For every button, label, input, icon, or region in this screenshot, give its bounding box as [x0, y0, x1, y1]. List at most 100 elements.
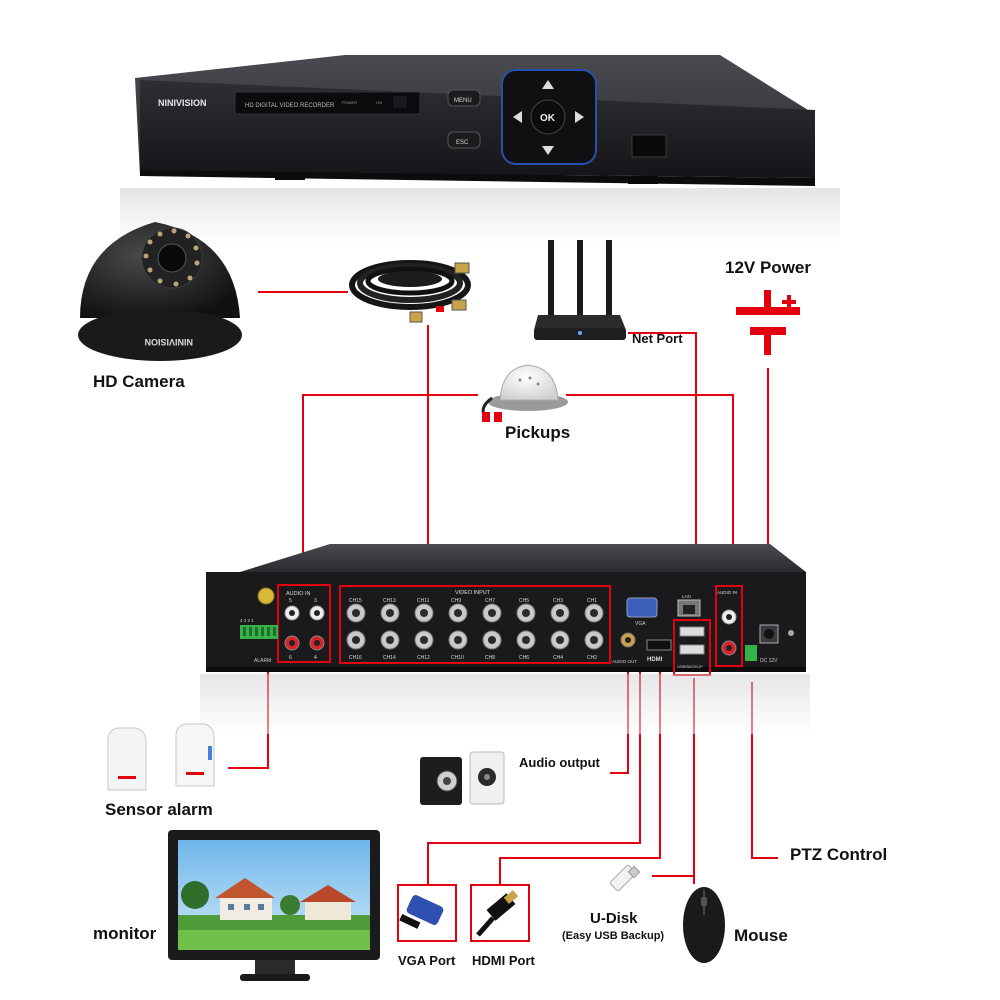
ptz-terminal [745, 645, 757, 661]
dpad-right-icon[interactable] [575, 111, 584, 123]
channel-label-top-4: CH7 [485, 598, 495, 604]
dvr-front-unit: NINIVISION HD DIGITAL VIDEO RECORDER POW… [135, 55, 815, 186]
hdmi-cable-box [470, 884, 530, 942]
dc-text: DC 12V [760, 658, 778, 664]
front-power-text: POWER [342, 100, 357, 105]
channel-label-bottom-0: CH16 [349, 655, 362, 661]
channel-label-bottom-3: CH10 [451, 655, 464, 661]
bnc-jack-bottom-2-center [420, 636, 428, 644]
front-on-text: ON [376, 100, 382, 105]
front-model-text: HD DIGITAL VIDEO RECORDER [245, 103, 335, 109]
wire-ptz [751, 682, 778, 859]
label-net-port: Net Port [632, 331, 683, 346]
channel-label-bottom-6: CH4 [553, 655, 563, 661]
bnc-jack-top-5-center [522, 609, 530, 617]
pickup-microphone-icon [481, 364, 568, 422]
video-input-box [339, 585, 611, 664]
audio-num-5: 5 [289, 598, 292, 604]
label-hd-camera: HD Camera [93, 372, 185, 391]
dpad-up-icon[interactable] [542, 80, 554, 89]
channel-label-bottom-4: CH8 [485, 655, 495, 661]
camera-base [78, 309, 242, 361]
bnc-jack-top-2-center [420, 609, 428, 617]
esc-button-label: ESC [456, 140, 469, 146]
front-usb-slot [631, 134, 667, 158]
channel-label-top-6: CH3 [553, 598, 563, 604]
bnc-jack-bottom-6-center [556, 636, 564, 644]
label-sensor-alarm: Sensor alarm [105, 800, 213, 819]
dvr-rear-top [240, 544, 806, 572]
bnc-jack-bottom-3-center [454, 636, 462, 644]
mouse-icon [683, 887, 725, 963]
ok-button[interactable] [530, 99, 566, 135]
channel-label-top-7: CH1 [587, 598, 597, 604]
esc-button[interactable] [447, 131, 481, 149]
label-u-disk-subtitle: (Easy USB Backup) [562, 930, 665, 942]
audio-in-left-box [277, 584, 331, 663]
camera-ir-leds [143, 228, 200, 287]
camera-lens [157, 243, 187, 273]
bnc-jack-top-1-center [386, 609, 394, 617]
front-display-window [234, 91, 421, 115]
audio-in-left-label: AUDIO IN [286, 591, 310, 597]
audio-out-text: AUDIO OUT [612, 659, 637, 664]
channel-label-top-0: CH15 [349, 598, 362, 604]
ok-button-label: OK [540, 113, 556, 124]
bnc-jack-bottom-0-center [352, 636, 360, 644]
channel-label-top-3: CH9 [451, 598, 461, 604]
hd-camera: NINIVISION [78, 222, 242, 361]
dpad-left-icon[interactable] [513, 111, 522, 123]
channel-label-bottom-7: CH2 [587, 655, 597, 661]
camera-brand: NINIVISION [144, 337, 193, 347]
lan-text: LAN [682, 594, 691, 599]
svg-text:4 3 2 1: 4 3 2 1 [240, 618, 254, 623]
wire-net-port [628, 332, 697, 588]
bnc-jack-top-6-center [556, 609, 564, 617]
usb-port-1 [679, 626, 705, 637]
label-vga-port: VGA Port [398, 953, 456, 968]
label-u-disk: U-Disk [590, 910, 638, 927]
wire-pickup-audio-left [302, 394, 478, 588]
bnc-jack-bottom-5-center [522, 636, 530, 644]
usb-port-2 [679, 644, 705, 655]
channel-label-top-2: CH11 [417, 598, 430, 604]
vga-port-text: VGA [635, 621, 646, 627]
bnc-jack-bottom-1-center [386, 636, 394, 644]
channel-label-top-1: CH13 [383, 598, 396, 604]
wire-vga [427, 658, 641, 884]
bnc-jack-top-4-center [488, 609, 496, 617]
label-audio-output: Audio output [519, 755, 600, 770]
label-ptz-control: PTZ Control [790, 845, 888, 864]
bnc-jack-bottom-4-center [488, 636, 496, 644]
power-symbol-icon [736, 290, 800, 355]
channel-label-bottom-5: CH6 [519, 655, 529, 661]
channel-label-bottom-1: CH14 [383, 655, 396, 661]
menu-button[interactable] [447, 89, 481, 107]
wire-pickup-audio-right [566, 394, 734, 586]
vga-cable-box [397, 884, 457, 942]
bnc-jack-top-3-center [454, 609, 462, 617]
label-mouse: Mouse [734, 926, 788, 945]
bnc-jack-top-0-center [352, 609, 360, 617]
front-brand: NINIVISION [158, 98, 207, 108]
channel-label-bottom-2: CH12 [417, 655, 430, 661]
audio-in-right-box [715, 585, 743, 667]
audio-num-3: 3 [314, 598, 317, 604]
audio-num-4: 4 [314, 655, 317, 661]
audio-in-right-label: AUDIO IN [717, 590, 737, 595]
hdmi-port [646, 639, 672, 651]
sensor-alarm-icons [107, 723, 215, 791]
monitor-icon [168, 830, 380, 981]
usb-text: USB/BACKUP [677, 664, 703, 669]
channel-label-top-5: CH5 [519, 598, 529, 604]
warning-sticker-icon [257, 587, 275, 605]
video-input-label: VIDEO INPUT [455, 590, 491, 596]
front-unit-reflection [120, 188, 840, 243]
dpad-down-icon[interactable] [542, 146, 554, 155]
audio-num-6: 6 [289, 655, 292, 661]
alarm-label: ALARM [254, 658, 271, 664]
u-disk-icon [609, 864, 641, 892]
